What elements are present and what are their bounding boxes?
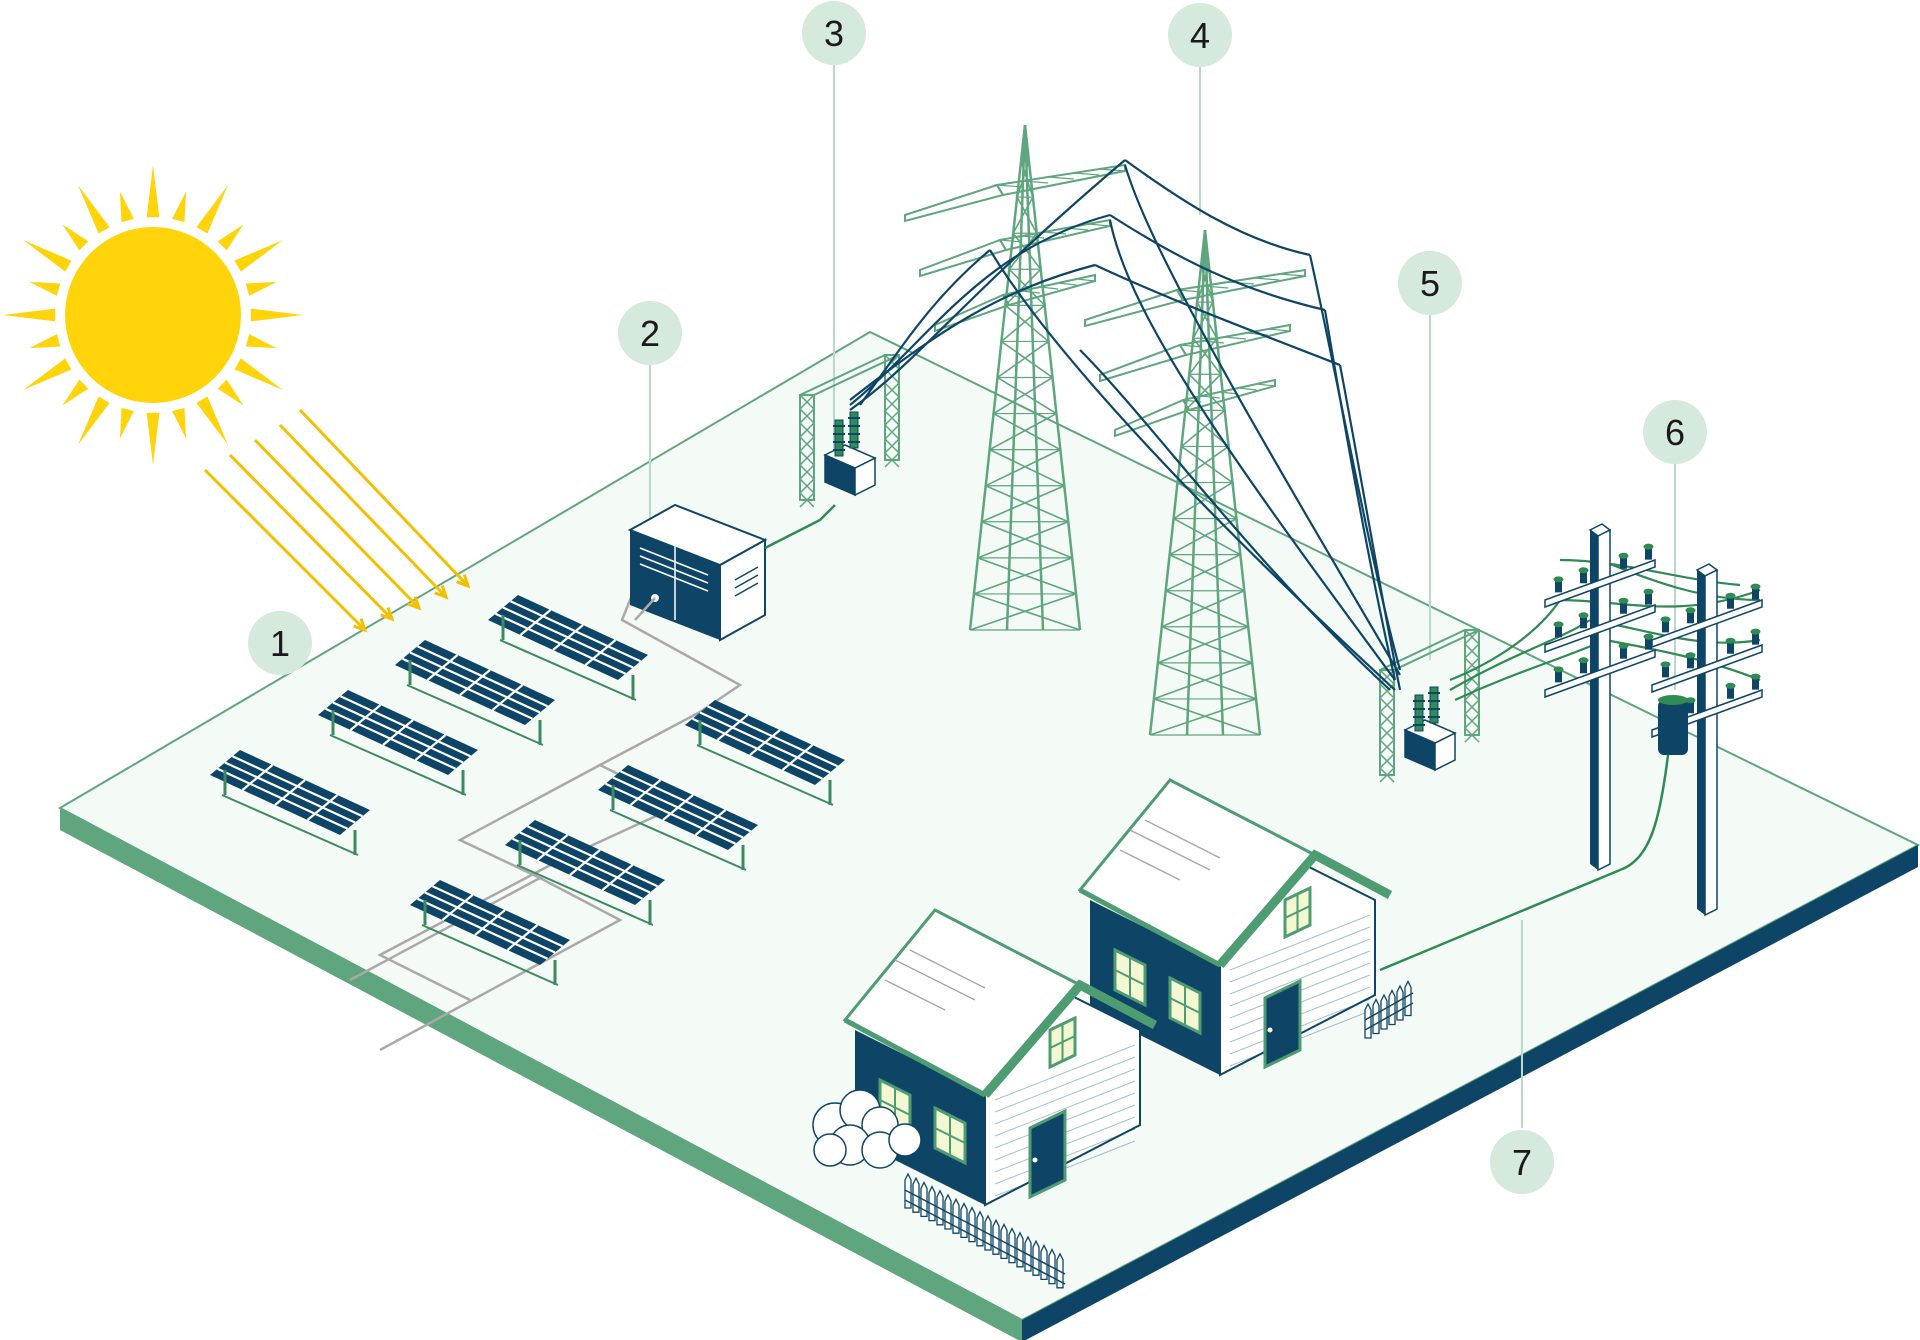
marker-7-label: 7 (1512, 1142, 1532, 1183)
marker-5-label: 5 (1420, 263, 1440, 304)
marker-6: 6 (1643, 400, 1707, 464)
marker-4: 4 (1168, 3, 1232, 67)
marker-3-label: 3 (824, 13, 844, 54)
marker-5: 5 (1398, 251, 1462, 315)
utility-pole-icon (1544, 523, 1656, 872)
pole-transformer-icon (1658, 695, 1688, 755)
marker-1-label: 1 (270, 623, 290, 664)
fence (1364, 980, 1414, 1039)
marker-2: 2 (618, 301, 682, 365)
marker-2-label: 2 (640, 313, 660, 354)
transmission-tower-icon (1084, 229, 1306, 736)
bush (812, 1089, 922, 1169)
house-icon (842, 908, 1158, 1207)
ground-platform (57, 330, 1920, 1340)
marker-6-label: 6 (1665, 412, 1685, 453)
marker-3: 3 (802, 1, 866, 65)
inverter-feed-cable (764, 504, 836, 550)
service-drop-wire (1379, 754, 1670, 972)
marker-4-label: 4 (1190, 15, 1210, 56)
fence (904, 1172, 1066, 1289)
marker-7: 7 (1490, 1130, 1554, 1194)
sun-icon (3, 165, 303, 465)
inverter-to-array-cable (634, 597, 656, 621)
marker-1: 1 (248, 611, 312, 675)
transmission-tower-icon (904, 124, 1126, 631)
transmission-wires (849, 159, 1402, 691)
sun-rays (203, 408, 471, 633)
substation-icon (799, 354, 900, 508)
inverter-icon (627, 503, 768, 642)
house-icon (1077, 778, 1393, 1077)
